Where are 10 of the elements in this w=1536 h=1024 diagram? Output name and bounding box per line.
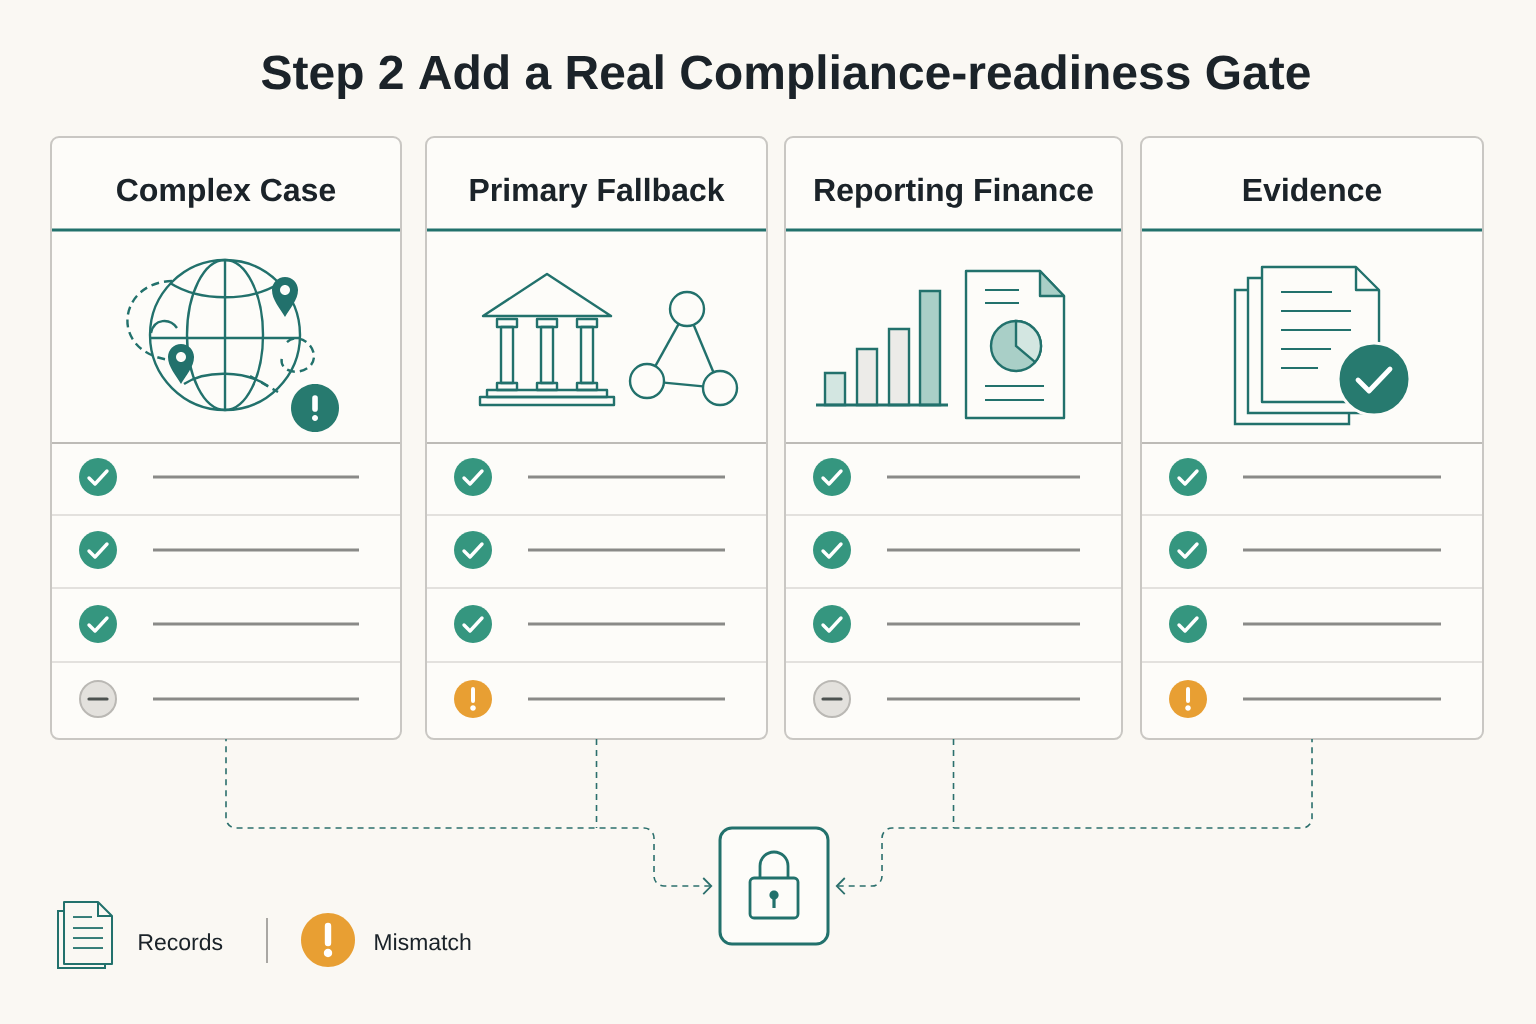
card: Complex Case (50, 136, 402, 740)
arrow (225, 738, 713, 895)
legend-label: Records (139, 933, 223, 951)
connector-line (595, 738, 598, 829)
connector-line (952, 738, 955, 829)
title: Step 2 Add a Real Compliance-readiness Gate (261, 54, 1310, 99)
lock-box (718, 826, 830, 946)
arrow (835, 738, 1313, 895)
card: Primary Fallback (425, 136, 768, 740)
legend-label: Mismatch (375, 933, 471, 951)
